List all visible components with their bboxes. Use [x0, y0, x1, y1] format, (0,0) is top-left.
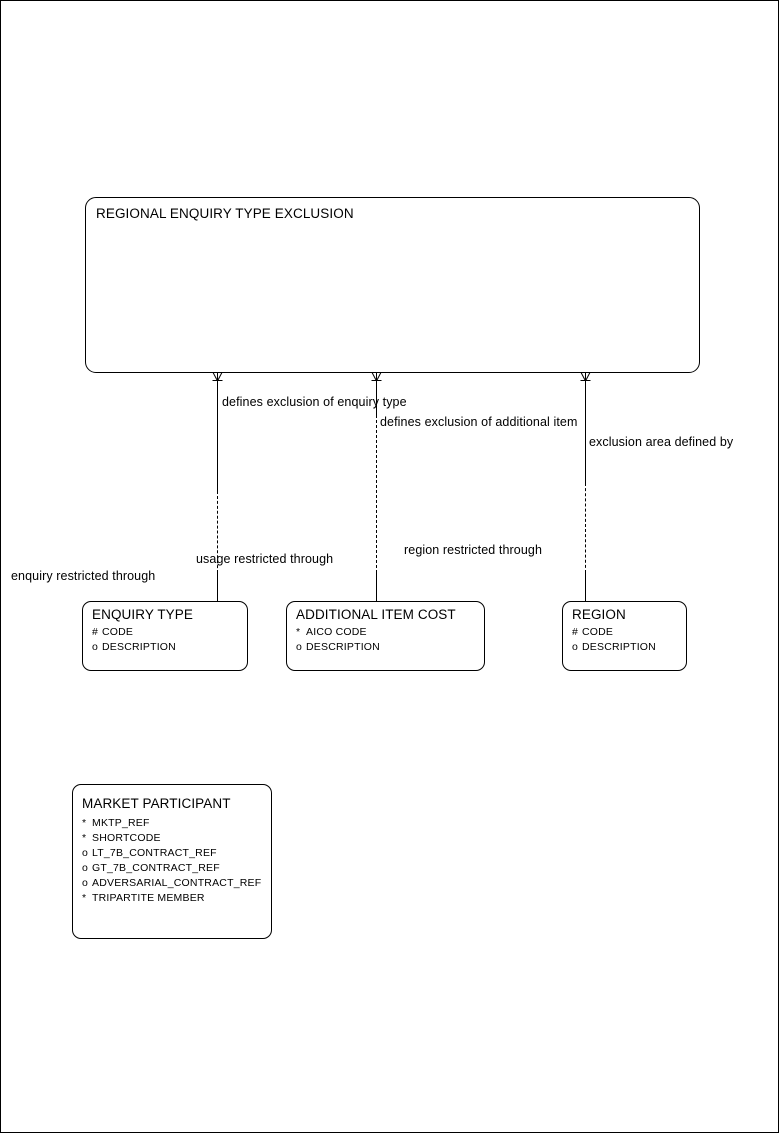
attribute-name: DESCRIPTION: [582, 641, 656, 653]
attribute-marker: o: [82, 877, 89, 889]
attribute-marker: o: [92, 641, 99, 653]
attribute-marker: *: [82, 832, 87, 844]
attribute-name: ADVERSARIAL_CONTRACT_REF: [92, 877, 262, 889]
entity-title: MARKET PARTICIPANT: [82, 796, 231, 811]
relationship-label-defines-exclusion-of-additional-item: defines exclusion of additional item: [380, 415, 578, 429]
relationship-label-defines-exclusion-of-enquiry-type: defines exclusion of enquiry type: [222, 395, 407, 409]
attribute-row: * AICO CODE: [296, 625, 380, 640]
attribute-marker: #: [572, 626, 579, 638]
relationship-line-region-lower: [585, 573, 586, 602]
relationship-line-additional-item-lower: [376, 573, 377, 602]
attribute-name: CODE: [582, 626, 614, 638]
entity-title: REGIONAL ENQUIRY TYPE EXCLUSION: [96, 206, 354, 221]
relationship-line-additional-item-upper: [376, 373, 377, 415]
relationship-line-region-upper: [585, 373, 586, 483]
relationship-line-enquiry-type-upper: [217, 373, 218, 491]
attribute-row: * SHORTCODE: [82, 831, 261, 846]
attribute-marker: *: [82, 892, 87, 904]
attribute-row: * TRIPARTITE MEMBER: [82, 891, 261, 906]
entity-title: ENQUIRY TYPE: [92, 607, 193, 622]
attribute-marker: o: [82, 862, 89, 874]
attribute-row: #CODE: [92, 625, 176, 640]
attribute-name: CODE: [102, 626, 134, 638]
relationship-label-exclusion-area-defined-by: exclusion area defined by: [589, 435, 734, 449]
relationship-label-enquiry-restricted-through: enquiry restricted through: [11, 569, 156, 583]
attribute-marker: *: [296, 626, 301, 638]
attribute-marker: o: [572, 641, 579, 653]
relationship-label-usage-restricted-through: usage restricted through: [196, 552, 334, 566]
relationship-label-region-restricted-through: region restricted through: [404, 543, 542, 557]
attribute-name: AICO CODE: [306, 626, 367, 638]
entity-market-participant[interactable]: MARKET PARTICIPANT *MKTP_REF *SHORTCODE …: [72, 784, 272, 939]
attribute-name: SHORTCODE: [92, 832, 161, 844]
attribute-name: TRIPARTITE MEMBER: [92, 892, 205, 904]
attribute-marker: *: [82, 817, 87, 829]
attribute-marker: #: [92, 626, 99, 638]
entity-title: ADDITIONAL ITEM COST: [296, 607, 456, 622]
entity-regional-enquiry-type-exclusion[interactable]: REGIONAL ENQUIRY TYPE EXCLUSION: [85, 197, 700, 373]
attribute-row: #CODE: [572, 625, 656, 640]
relationship-line-additional-item-middle: [376, 415, 377, 573]
attribute-name: DESCRIPTION: [306, 641, 380, 653]
attribute-name: GT_7B_CONTRACT_REF: [92, 862, 220, 874]
attribute-row: * MKTP_REF: [82, 816, 261, 831]
attribute-marker: o: [82, 847, 89, 859]
attribute-marker: o: [296, 641, 303, 653]
relationship-line-enquiry-type-lower: [217, 573, 218, 602]
entity-title: REGION: [572, 607, 626, 622]
attribute-name: DESCRIPTION: [102, 641, 176, 653]
relationship-line-region-middle: [585, 483, 586, 573]
relationship-line-enquiry-type-middle: [217, 491, 218, 573]
attribute-name: MKTP_REF: [92, 817, 150, 829]
attribute-name: LT_7B_CONTRACT_REF: [92, 847, 217, 859]
